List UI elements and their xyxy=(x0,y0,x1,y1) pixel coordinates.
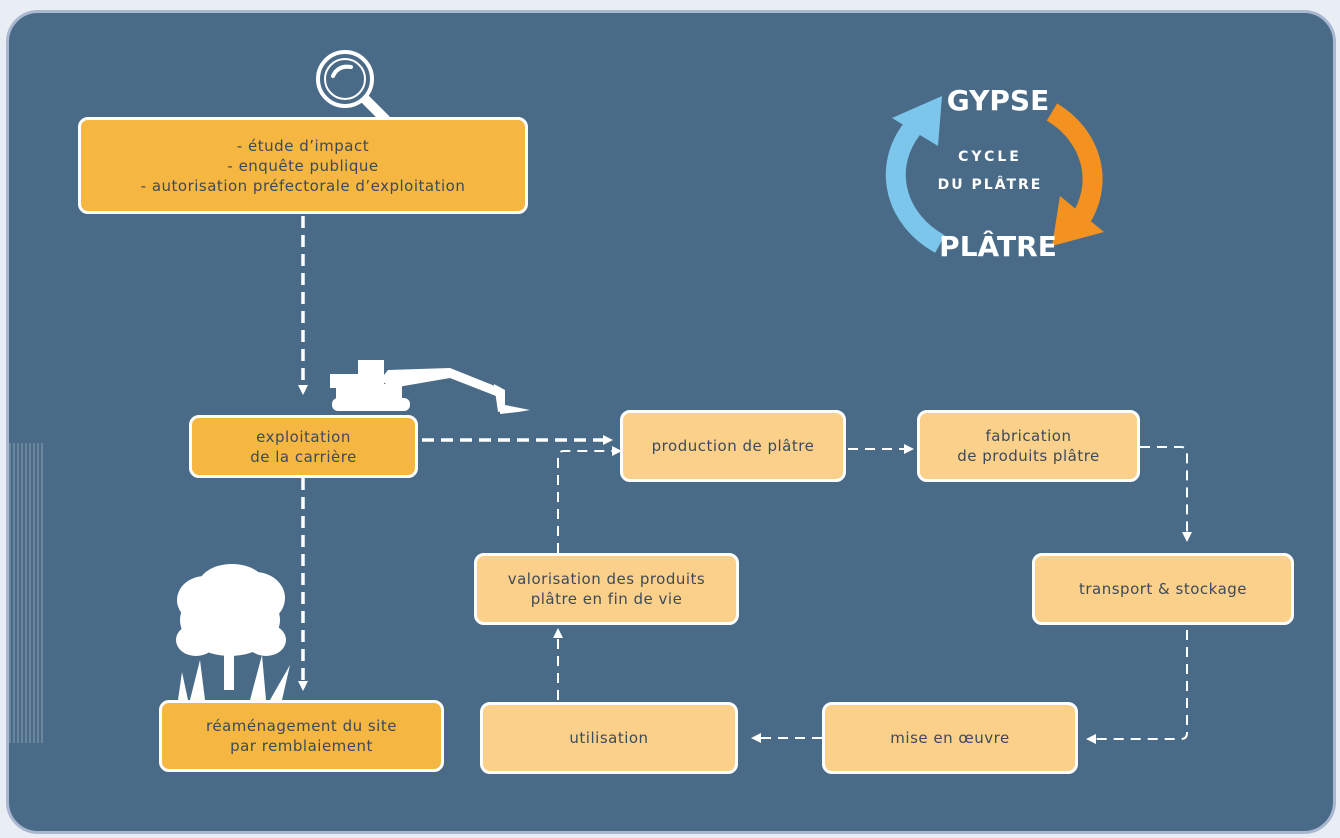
cycle-center-line-2: DU PLÂTRE xyxy=(937,177,1043,193)
production-box: production de plâtre xyxy=(620,410,846,482)
fabrication-line-2: de produits plâtre xyxy=(957,447,1100,465)
utilisation-box: utilisation xyxy=(480,702,738,774)
exploitation-line-2: de la carrière xyxy=(250,447,357,466)
excavator-icon xyxy=(330,360,530,414)
valorisation-line-2: plâtre en fin de vie xyxy=(530,590,683,608)
decorative-stripes xyxy=(9,443,45,743)
valorisation-line-1: valorisation des produits xyxy=(507,570,706,588)
impact-line-3: - autorisation préfectorale d’exploitati… xyxy=(140,176,466,195)
transport-box: transport & stockage xyxy=(1032,553,1294,625)
utilisation-label: utilisation xyxy=(569,729,649,747)
cycle-bottom-label: PLÂTRE xyxy=(939,230,1057,263)
impact-line-1: - étude d’impact xyxy=(236,136,370,155)
valorisation-box: valorisation des produits plâtre en fin … xyxy=(474,553,739,625)
impact-line-2: - enquête publique xyxy=(227,156,379,175)
reamenagement-box: réaménagement du site par remblaiement xyxy=(159,700,444,772)
cycle-center-line-1: CYCLE xyxy=(958,149,1022,165)
magnifier-icon xyxy=(316,50,392,126)
mise-en-oeuvre-label: mise en œuvre xyxy=(890,729,1010,747)
connector-transport-mise xyxy=(1086,630,1188,744)
connector-fabrication-transport xyxy=(1140,446,1192,542)
exploitation-box: exploitation de la carrière xyxy=(189,415,418,478)
production-label: production de plâtre xyxy=(651,437,815,455)
exploitation-line-1: exploitation xyxy=(256,427,351,446)
mise-en-oeuvre-box: mise en œuvre xyxy=(822,702,1078,774)
cycle-arrows-icon xyxy=(885,96,1104,253)
reamenagement-line-2: par remblaiement xyxy=(230,737,373,755)
reamenagement-line-1: réaménagement du site xyxy=(206,717,397,735)
fabrication-line-1: fabrication xyxy=(985,427,1072,445)
cycle-top-label: GYPSE xyxy=(946,84,1050,117)
connector-valorisation-production xyxy=(557,446,622,553)
fabrication-box: fabrication de produits plâtre xyxy=(917,410,1140,482)
tree-icon xyxy=(176,564,290,700)
transport-label: transport & stockage xyxy=(1078,580,1248,598)
impact-box: - étude d’impact - enquête publique - au… xyxy=(78,117,528,214)
